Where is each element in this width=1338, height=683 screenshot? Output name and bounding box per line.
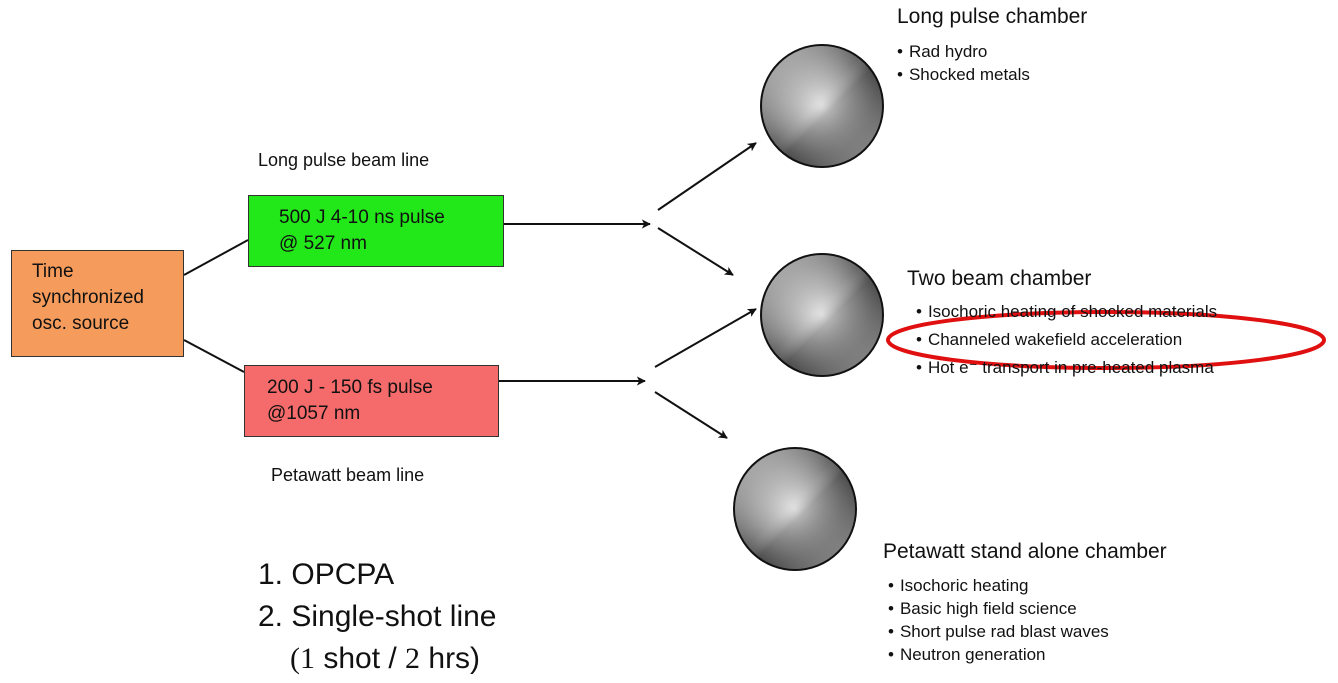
source-label-line-2: synchronized: [32, 287, 144, 308]
note-shot-rate-mid: shot /: [315, 642, 406, 675]
long-pulse-wavelength: @ 527 nm: [279, 233, 367, 254]
note-shot-rate-open: (1: [290, 642, 315, 675]
two-beam-chamber-title: Two beam chamber: [907, 267, 1092, 290]
petawatt-chamber-list: Isochoric heating Basic high field scien…: [888, 574, 1109, 666]
arrow-peta-to-two-beam: [654, 308, 757, 368]
list-item: Basic high field science: [888, 597, 1109, 620]
list-item-highlighted: Channeled wakefield acceleration: [916, 326, 1217, 354]
petawatt-box: 200 J - 150 fs pulse @1057 nm: [244, 365, 499, 437]
list-item: Hot e⁻ transport in pre-heated plasma: [916, 354, 1217, 382]
two-beam-chamber-list: Isochoric heating of shocked materials C…: [916, 298, 1217, 382]
long-pulse-chamber-disk: [760, 44, 884, 168]
list-item: Neutron generation: [888, 643, 1109, 666]
petawatt-wavelength: @1057 nm: [267, 403, 361, 424]
note-opcpa: 1. OPCPA: [258, 558, 395, 591]
oscillator-source-box: Time synchronized osc. source: [11, 250, 184, 357]
source-to-peta-line: [183, 339, 245, 373]
petawatt-chamber-disk: [733, 447, 857, 571]
long-pulse-chamber-title: Long pulse chamber: [897, 5, 1088, 28]
list-item: Shocked metals: [897, 63, 1030, 86]
arrow-to-long-chamber: [657, 142, 757, 211]
two-beam-chamber-disk: [760, 253, 884, 377]
long-pulse-energy: 500 J 4-10 ns pulse: [279, 207, 445, 228]
source-label-line-3: osc. source: [32, 313, 130, 334]
note-single-shot: 2. Single-shot line: [258, 600, 497, 633]
note-shot-rate-close: hrs): [420, 642, 481, 675]
source-label-line-1: Time: [32, 261, 74, 282]
list-item: Rad hydro: [897, 40, 1030, 63]
note-shot-rate: (1 shot / 2 hrs): [290, 640, 480, 678]
petawatt-energy: 200 J - 150 fs pulse: [267, 377, 433, 398]
note-shot-rate-num: 2: [405, 642, 421, 675]
long-pulse-chamber-list: Rad hydro Shocked metals: [897, 40, 1030, 86]
list-item: Isochoric heating: [888, 574, 1109, 597]
arrow-to-peta-chamber: [654, 391, 728, 439]
long-pulse-beam-line-label: Long pulse beam line: [258, 150, 430, 170]
list-item: Short pulse rad blast waves: [888, 620, 1109, 643]
petawatt-chamber-title: Petawatt stand alone chamber: [883, 540, 1167, 563]
arrow-long-to-two-beam: [657, 227, 734, 276]
source-to-long-line: [183, 239, 249, 276]
petawatt-beam-line-label: Petawatt beam line: [271, 465, 425, 485]
long-pulse-box: 500 J 4-10 ns pulse @ 527 nm: [248, 195, 504, 267]
list-item: Isochoric heating of shocked materials: [916, 298, 1217, 326]
